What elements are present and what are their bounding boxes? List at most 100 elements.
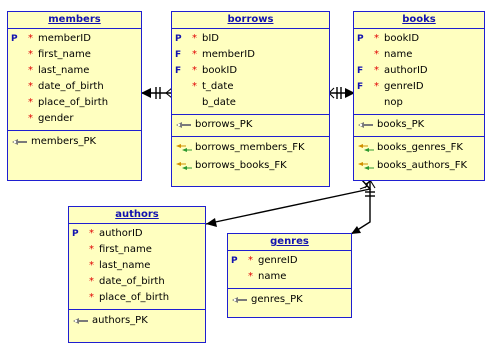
column-name: memberID [38, 33, 91, 44]
column-name: place_of_birth [38, 97, 109, 108]
foreign-key-row[interactable]: borrows_books_FK [172, 157, 329, 175]
column-row[interactable]: * name [354, 47, 484, 63]
column-name: bookID [202, 65, 238, 76]
column-row[interactable]: * first_name [69, 242, 205, 258]
column-row[interactable]: *name [228, 269, 351, 285]
foreign-key-label: borrows_books_FK [195, 160, 287, 171]
column-row[interactable]: P*genreID [228, 253, 351, 269]
column-name: last_name [99, 260, 151, 271]
column-name: bID [202, 33, 219, 44]
column-name: date_of_birth [38, 81, 104, 92]
mandatory-marker: * [89, 260, 94, 271]
mandatory-marker: * [374, 81, 379, 92]
column-name: b_date [202, 97, 236, 108]
foreign-key-row[interactable]: books_genres_FK [354, 139, 484, 157]
column-row[interactable]: P * bID [172, 31, 329, 47]
column-name: name [258, 271, 287, 282]
mandatory-marker: * [28, 113, 33, 124]
mandatory-marker: * [89, 276, 94, 287]
relation-books-genres[interactable] [350, 179, 376, 235]
table-title: borrows [172, 12, 329, 29]
column-row[interactable]: *place_of_birth [69, 290, 205, 306]
column-name: memberID [202, 49, 255, 60]
table-members[interactable]: members P * memberID *first_name *last_nam… [7, 11, 142, 181]
foreign-key-row[interactable]: books_authors_FK [354, 157, 484, 175]
primary-key-marker: P [11, 34, 18, 44]
table-borrows[interactable]: borrows P * bID F * memberID F*bookID * t_dat… [171, 11, 330, 187]
primary-key-marker: P [357, 34, 364, 44]
foreign-key-label: books_authors_FK [377, 160, 468, 171]
column-row[interactable]: P*bookID [354, 31, 484, 47]
primary-key-row[interactable]: members_PK [8, 133, 141, 151]
mandatory-marker: * [28, 65, 33, 76]
mandatory-marker: * [28, 33, 33, 44]
column-row[interactable]: F*bookID [172, 63, 329, 79]
table-authors[interactable]: authors P*authorID *first_name *last_nam… [68, 206, 206, 343]
mandatory-marker: * [28, 81, 33, 92]
mandatory-marker: * [374, 65, 379, 76]
mandatory-marker: * [89, 244, 94, 255]
primary-key-marker: P [231, 256, 238, 266]
primary-key-marker: P [175, 34, 182, 44]
column-name: authorID [384, 65, 428, 76]
column-row[interactable]: * date_of_birth [8, 79, 141, 95]
column-row[interactable]: * date_of_birth [69, 274, 205, 290]
column-row[interactable]: nop [354, 95, 484, 111]
column-row[interactable]: F * authorID [354, 63, 484, 79]
column-name: name [384, 49, 413, 60]
mandatory-marker: * [374, 49, 379, 60]
column-row[interactable]: *last_name [8, 63, 141, 79]
primary-key-label: genres_PK [251, 294, 303, 305]
column-row[interactable]: * t_date [172, 79, 329, 95]
mandatory-marker: * [374, 33, 379, 44]
primary-key-icon [358, 122, 373, 128]
foreign-key-label: borrows_members_FK [195, 142, 305, 153]
column-name: genreID [384, 81, 424, 92]
column-row[interactable]: * place_of_birth [8, 95, 141, 111]
primary-key-label: books_PK [377, 119, 425, 130]
relation-borrows-books[interactable] [328, 87, 355, 99]
foreign-key-label: books_genres_FK [377, 142, 463, 153]
column-name: place_of_birth [99, 292, 170, 303]
table-title: authors [69, 207, 205, 224]
primary-key-icon [73, 318, 88, 324]
primary-key-row[interactable]: authors_PK [69, 312, 205, 330]
column-row[interactable]: P*authorID [69, 226, 205, 242]
primary-key-row[interactable]: genres_PK [228, 291, 351, 309]
mandatory-marker: * [192, 81, 197, 92]
primary-key-row[interactable]: books_PK [354, 116, 484, 134]
relation-borrows-members[interactable] [141, 87, 173, 99]
table-title: genres [228, 234, 351, 251]
relation-books-authors[interactable] [205, 179, 373, 227]
foreign-key-marker: F [357, 82, 364, 92]
foreign-key-marker: F [357, 66, 364, 76]
column-row[interactable]: F * memberID [172, 47, 329, 63]
primary-key-icon [12, 139, 27, 145]
column-row[interactable]: *gender [8, 111, 141, 127]
column-row[interactable]: *first_name [8, 47, 141, 63]
mandatory-marker: * [89, 228, 94, 239]
column-row[interactable]: * last_name [69, 258, 205, 274]
column-row[interactable]: b_date [172, 95, 329, 111]
column-name: genreID [258, 255, 298, 266]
table-genres[interactable]: genres P*genreID *name genres_PK [227, 233, 352, 318]
mandatory-marker: * [192, 33, 197, 44]
primary-key-icon [176, 122, 191, 128]
foreign-key-marker: F [175, 50, 182, 60]
mandatory-marker: * [28, 97, 33, 108]
mandatory-marker: * [28, 49, 33, 60]
primary-key-icon [232, 297, 247, 303]
column-name: t_date [202, 81, 234, 92]
column-name: date_of_birth [99, 276, 165, 287]
foreign-key-row[interactable]: borrows_members_FK [172, 139, 329, 157]
table-title: members [8, 12, 141, 29]
column-name: authorID [99, 228, 143, 239]
column-row[interactable]: P * memberID [8, 31, 141, 47]
column-row[interactable]: F * genreID [354, 79, 484, 95]
table-books[interactable]: books P*bookID *name F*authorID F*genreI… [353, 11, 485, 181]
column-name: first_name [99, 244, 152, 255]
primary-key-row[interactable]: borrows_PK [172, 116, 329, 134]
primary-key-label: members_PK [31, 136, 97, 147]
mandatory-marker: * [192, 49, 197, 60]
